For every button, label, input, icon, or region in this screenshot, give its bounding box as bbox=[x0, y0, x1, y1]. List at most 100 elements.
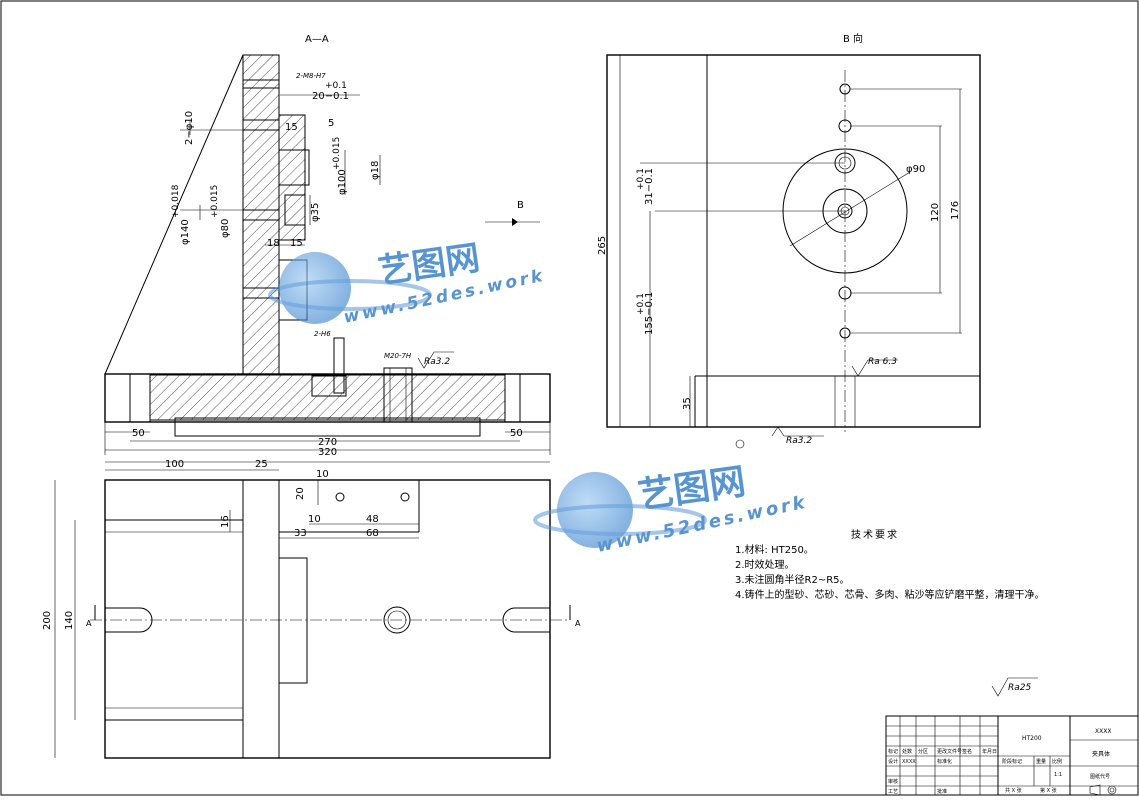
dim-68: 68 bbox=[366, 528, 379, 539]
tb-stage-label: 阶段标记 bbox=[1002, 758, 1022, 765]
tb-sheets: 共 X 张 bbox=[1005, 787, 1022, 794]
dim-tol-p0015b: +0.015 bbox=[210, 185, 220, 218]
dim-phi18: φ18 bbox=[370, 161, 381, 180]
dim-18: 18 bbox=[267, 238, 280, 249]
note-item: 3.未注圆角半径R2~R5。 bbox=[735, 575, 850, 586]
dim-35: 35 bbox=[682, 397, 693, 410]
general-roughness-symbol: Ra25 bbox=[991, 677, 1038, 697]
dim-176: 176 bbox=[950, 201, 961, 220]
dim-tol-155: +0.1 bbox=[636, 293, 646, 315]
plan-boss bbox=[278, 557, 308, 684]
pin-hole-2 bbox=[400, 492, 410, 502]
m20-bore bbox=[383, 367, 413, 423]
dim-2-phi10: 2−φ10 bbox=[184, 111, 195, 145]
dim-phi100: φ100 bbox=[337, 169, 348, 195]
tb-std: 标准化 bbox=[937, 758, 952, 765]
watermark-globe-icon-2 bbox=[557, 472, 633, 548]
section-mark-a-left: A bbox=[86, 619, 92, 628]
view-b: B 向 265 +0.1 31−0.1 φ90 120 176 bbox=[597, 32, 981, 449]
tb-sheet-no: 第 X 张 bbox=[1040, 787, 1057, 794]
technical-requirements: 技术要求 1.材料: HT250。 2.时效处理。 3.未注圆角半径R2~R5。… bbox=[735, 528, 1065, 603]
dim-phi90: φ90 bbox=[906, 164, 925, 175]
notes-title: 技术要求 bbox=[851, 530, 899, 541]
dim-48: 48 bbox=[366, 514, 379, 525]
dim-20-plan: 20 bbox=[295, 487, 306, 500]
view-arrow-b: B bbox=[517, 200, 524, 211]
plan-view: 100 25 10 20 10 48 33 68 16 200 140 A A bbox=[42, 459, 581, 759]
tb-process: 工艺 bbox=[888, 789, 898, 795]
dim-phi140: φ140 bbox=[180, 219, 191, 245]
dim-50a: 50 bbox=[132, 428, 145, 439]
watermark-1: 艺图网 www.52des.work bbox=[268, 238, 547, 328]
dim-tol-p01: +0.1 bbox=[325, 81, 347, 91]
dim-33: 33 bbox=[294, 528, 307, 539]
dim-10b: 10 bbox=[308, 514, 321, 525]
view-b-outline bbox=[606, 54, 981, 428]
roughness-ra63: Ra 6.3 bbox=[868, 357, 897, 367]
dim-140: 140 bbox=[64, 611, 75, 630]
dim-50b: 50 bbox=[510, 428, 523, 439]
dim-320: 320 bbox=[318, 447, 337, 458]
dim-15b: 15 bbox=[290, 238, 303, 249]
note-item: 2.时效处理。 bbox=[735, 560, 795, 571]
dim-m20-7h: M20-7H bbox=[384, 352, 412, 360]
dim-120: 120 bbox=[930, 203, 941, 222]
roughness-ra25: Ra25 bbox=[1008, 683, 1031, 693]
tb-part-name: 夹具体 bbox=[1092, 750, 1110, 758]
dim-tol-p0015a: +0.015 bbox=[332, 137, 342, 170]
title-block: HT200 XXXX 夹具体 图纸代号 比例 1:1 重量 阶段标记 共 X 张… bbox=[885, 715, 1139, 796]
vertical-plate-section bbox=[242, 54, 280, 376]
dim-100: 100 bbox=[165, 459, 184, 470]
pin-hole bbox=[333, 337, 345, 394]
note-item: 4.铸件上的型砂、芯砂、芯骨、多肉、粘沙等应铲磨平整，清理干净。 bbox=[735, 590, 1045, 601]
tb-weight-label: 重量 bbox=[1036, 758, 1046, 765]
pin-hole-1 bbox=[335, 492, 345, 502]
dim-tol-p0018: +0.018 bbox=[171, 184, 181, 218]
dim-16: 16 bbox=[220, 515, 231, 528]
view-b-title: B 向 bbox=[843, 32, 863, 45]
dim-265: 265 bbox=[597, 236, 608, 255]
dim-15a: 15 bbox=[285, 122, 298, 133]
tb-scale-label: 比例 bbox=[1052, 758, 1062, 765]
section-mark-a-right: A bbox=[575, 619, 581, 628]
tb-approve: 批准 bbox=[937, 788, 947, 795]
base-outline bbox=[104, 373, 551, 423]
dim-10a: 10 bbox=[316, 469, 329, 480]
tb-count: 处数 bbox=[902, 748, 912, 755]
roughness-ra32-b: Ra3.2 bbox=[786, 436, 812, 446]
dim-5: 5 bbox=[328, 118, 334, 129]
right-slot bbox=[502, 607, 550, 633]
boss-section bbox=[278, 114, 306, 241]
tb-sign: 签名 bbox=[962, 748, 972, 755]
tb-review: 审核 bbox=[888, 778, 898, 785]
tb-change-no: 更改文件号 bbox=[937, 748, 962, 755]
dim-phi35: φ35 bbox=[310, 203, 321, 222]
projection-symbol-icon bbox=[1089, 784, 1117, 796]
tb-mark: 标记 bbox=[888, 748, 898, 755]
rib-line bbox=[104, 54, 244, 375]
dim-tol-31: +0.1 bbox=[636, 168, 646, 190]
tb-material: HT200 bbox=[1022, 735, 1042, 742]
dim-25: 25 bbox=[255, 459, 268, 470]
tb-xxxx: XXXX bbox=[902, 759, 916, 765]
tb-scale: 1:1 bbox=[1054, 772, 1062, 778]
section-aa-title: A—A bbox=[305, 34, 329, 45]
dim-phi80: φ80 bbox=[220, 219, 231, 238]
dim-31: 31−0.1 bbox=[644, 168, 655, 205]
dim-155: 155−0.1 bbox=[644, 292, 655, 335]
base-relief-slot bbox=[174, 417, 481, 437]
roughness-ra32-section: Ra3.2 bbox=[424, 357, 450, 367]
tb-company: XXXX bbox=[1095, 728, 1111, 735]
tb-date: 年月日 bbox=[982, 748, 997, 755]
tb-division: 分区 bbox=[918, 748, 928, 755]
plan-outline bbox=[104, 479, 551, 759]
note-item: 1.材料: HT250。 bbox=[735, 545, 814, 556]
dim-200: 200 bbox=[42, 611, 53, 630]
dim-270: 270 bbox=[318, 437, 337, 448]
base-section bbox=[149, 374, 506, 421]
tb-design: 设计 bbox=[888, 758, 898, 765]
watermark-globe-icon bbox=[279, 252, 351, 324]
